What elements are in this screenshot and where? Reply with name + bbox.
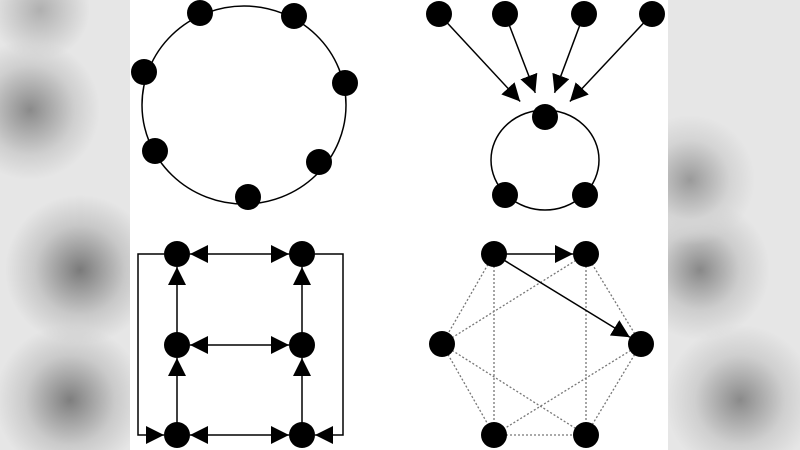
dotted-edge bbox=[585, 343, 642, 436]
ring-node bbox=[306, 149, 332, 175]
ring-node bbox=[235, 184, 261, 210]
ring-node bbox=[187, 0, 213, 26]
fan-in-arrow bbox=[504, 13, 538, 94]
grid-node bbox=[289, 332, 315, 358]
diagram-panel bbox=[130, 0, 668, 450]
fan-node bbox=[639, 1, 665, 27]
hexagon-node bbox=[481, 241, 507, 267]
grid-node bbox=[289, 422, 315, 448]
fan-node bbox=[571, 1, 597, 27]
hexagon-node bbox=[481, 422, 507, 448]
fan-node bbox=[532, 104, 558, 130]
fan-node bbox=[572, 182, 598, 208]
hexagon-node bbox=[573, 241, 599, 267]
left-wrap-arrow bbox=[137, 253, 164, 444]
dotted-edge bbox=[441, 253, 587, 345]
ring-node bbox=[131, 59, 157, 85]
grid-node bbox=[164, 422, 190, 448]
grid-node bbox=[164, 241, 190, 267]
fan-in-arrow bbox=[438, 13, 521, 102]
fan-node bbox=[492, 1, 518, 27]
dotted-edge bbox=[441, 343, 587, 436]
hexagon-arrow bbox=[493, 253, 631, 338]
ring-node bbox=[142, 138, 168, 164]
ring-node bbox=[281, 3, 307, 29]
dotted-edge bbox=[493, 343, 642, 436]
grid-node bbox=[164, 332, 190, 358]
fan-in-arrow bbox=[569, 13, 653, 103]
fan-node bbox=[492, 182, 518, 208]
grid-node bbox=[289, 241, 315, 267]
hexagon-node bbox=[573, 422, 599, 448]
dotted-edge bbox=[585, 253, 642, 345]
ring-node bbox=[332, 70, 358, 96]
dotted-edge bbox=[441, 253, 495, 345]
hexagon-node bbox=[628, 331, 654, 357]
fan-node bbox=[426, 1, 452, 27]
hexagon-node bbox=[429, 331, 455, 357]
dotted-edge bbox=[441, 343, 495, 436]
right-wrap-arrow bbox=[315, 253, 344, 444]
fan-in-arrow bbox=[552, 13, 585, 94]
